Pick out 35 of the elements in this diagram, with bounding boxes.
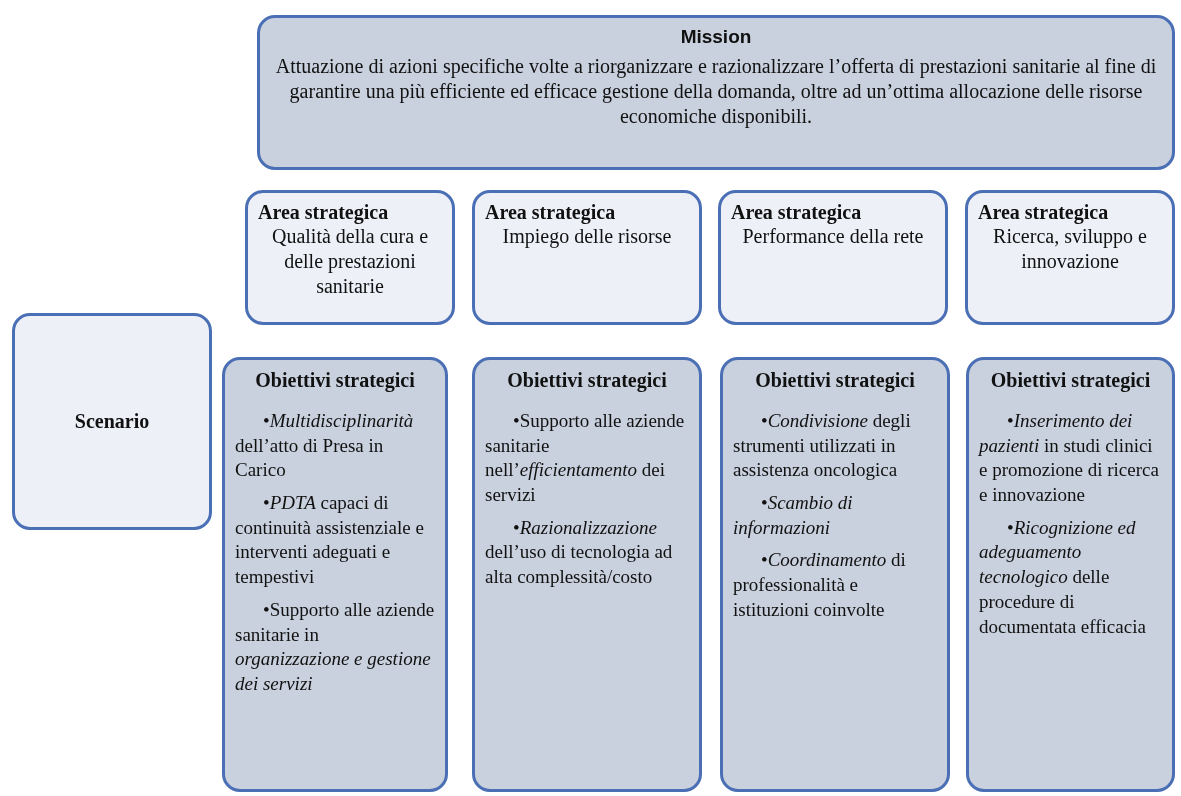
objective-item: •Inserimento dei pazienti in studi clinici e promozione di ricerca e innovazione xyxy=(979,409,1160,508)
area-text: Ricerca, sviluppo e innovazione xyxy=(992,224,1148,274)
box-heading: Area strategica xyxy=(731,201,863,224)
objective-item: •Coordinamento di professionalità e istituzioni coinvolte xyxy=(733,548,907,622)
mission-text: Attuazione di azioni specifiche volte a riorganizzare e razionalizzare l’offerta di prestazioni sanitarie al fine di garantire una più efficiente ed efficace gestione della domanda, oltre ad un’ottima allocazione delle risorse economiche disponibili. xyxy=(274,54,1158,129)
mission-box xyxy=(257,15,1175,170)
box-heading: Obiettivi strategici xyxy=(506,368,668,393)
objective-item: •Condivisione degli strumenti utilizzati in assistenza oncologica xyxy=(733,409,912,483)
objective-item: •Multidisciplinarità dell’atto di Presa in Carico xyxy=(235,409,415,483)
objective-item: •Razionalizzazione dell’uso di tecnologia ad alta complessità/costo xyxy=(485,515,674,590)
area-box xyxy=(472,190,702,325)
scenario-box xyxy=(12,313,212,530)
area-text: Performance della rete xyxy=(741,224,925,249)
objective-item: •Ricognizione ed adeguamento tecnologico delle procedure di documentata efficacia xyxy=(979,515,1147,639)
box-heading: Area strategica xyxy=(258,201,390,224)
objective-item: •PDTA capaci di continuità assistenziale e interventi adeguati e tempestivi xyxy=(235,491,425,590)
area-box xyxy=(965,190,1175,325)
box-heading: Mission xyxy=(679,26,753,48)
objective-item: •Supporto alle aziende sanitarie nell’efficientamento dei servizi xyxy=(485,409,686,508)
objectives-box xyxy=(720,357,950,792)
objective-item: •Scambio di informazioni xyxy=(733,491,854,540)
area-text: Impiego delle risorse xyxy=(501,224,673,249)
area-box xyxy=(245,190,455,325)
objectives-box xyxy=(472,357,702,792)
area-text: Qualità della cura e delle prestazioni sanitarie xyxy=(271,224,429,299)
box-heading: Obiettivi strategici xyxy=(989,368,1152,393)
box-heading: Area strategica xyxy=(978,201,1110,224)
box-heading: Scenario xyxy=(74,410,150,433)
box-heading: Area strategica xyxy=(485,201,617,224)
objectives-box xyxy=(966,357,1175,792)
box-heading: Obiettivi strategici xyxy=(254,368,416,393)
area-box xyxy=(718,190,948,325)
objectives-box xyxy=(222,357,448,792)
objective-item: •Supporto alle aziende sanitarie in organizzazione e gestione dei servizi xyxy=(235,597,435,696)
box-heading: Obiettivi strategici xyxy=(754,368,916,393)
